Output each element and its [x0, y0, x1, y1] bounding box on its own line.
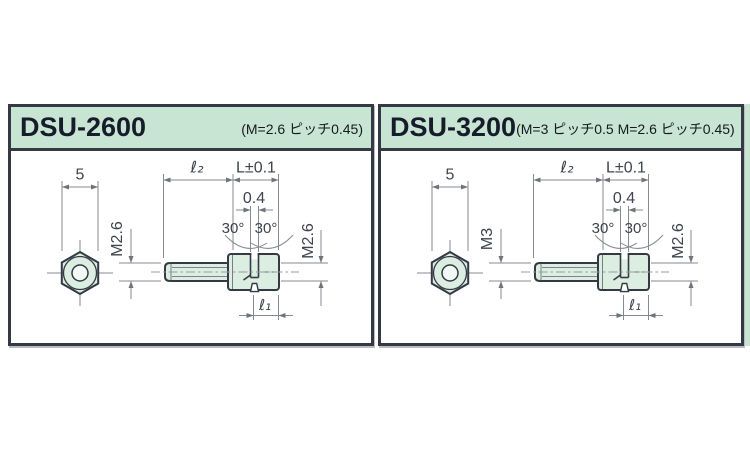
dim-slot-width: 0.4 [613, 190, 635, 207]
dim-tap-thread: M2.6 [670, 223, 687, 259]
dim-slot-angle-left: 30° [222, 220, 245, 237]
dim-slot-offset: ℓ₁ [258, 296, 271, 314]
dim-slot-offset: ℓ₁ [628, 296, 641, 314]
hex-front-view: 5 [47, 167, 113, 306]
dim-total-length: L±0.1 [606, 160, 646, 177]
dim-thread-length: ℓ₂ [189, 158, 204, 177]
thread-spec: (M=3 ピッチ0.5 M=2.6 ピッチ0.45) [516, 121, 735, 137]
dim-thread-length: ℓ₂ [559, 158, 574, 177]
dim-slot-width: 0.4 [243, 190, 265, 207]
dim-stud-thread: M3 [479, 228, 496, 250]
panel-header: DSU-3200 (M=3 ピッチ0.5 M=2.6 ピッチ0.45) [381, 107, 741, 151]
panel-header: DSU-2600 (M=2.6 ピッチ0.45) [11, 107, 371, 151]
dim-slot-angle-right: 30° [255, 220, 278, 237]
panel-dsu-3200: DSU-3200 (M=3 ピッチ0.5 M=2.6 ピッチ0.45) 5 [378, 104, 744, 346]
technical-drawing: 5 M2.6 [11, 151, 371, 340]
drawing-canvas: 5 M3 [417, 158, 698, 320]
standoff-side-view: M2.6 [109, 158, 328, 320]
dim-tap-thread: M2.6 [300, 223, 317, 259]
dim-stud-thread: M2.6 [109, 221, 126, 257]
page-edge-strip [744, 104, 750, 346]
dim-width-across-flats: 5 [446, 167, 455, 184]
dim-total-length: L±0.1 [236, 160, 276, 177]
hex-front-view: 5 [417, 167, 483, 306]
dim-width-across-flats: 5 [76, 167, 85, 184]
standoff-side-view: M3 ℓ₂ [479, 158, 698, 320]
dim-slot-angle-left: 30° [592, 220, 615, 237]
panel-dsu-2600: DSU-2600 (M=2.6 ピッチ0.45) 5 [8, 104, 374, 346]
thread-spec: (M=2.6 ピッチ0.45) [241, 121, 363, 137]
product-title: DSU-2600 [20, 112, 147, 142]
technical-drawing: 5 M3 [381, 151, 741, 340]
product-title: DSU-3200 [390, 112, 517, 142]
dim-slot-angle-right: 30° [625, 220, 648, 237]
drawing-canvas: 5 M2.6 [47, 158, 328, 320]
